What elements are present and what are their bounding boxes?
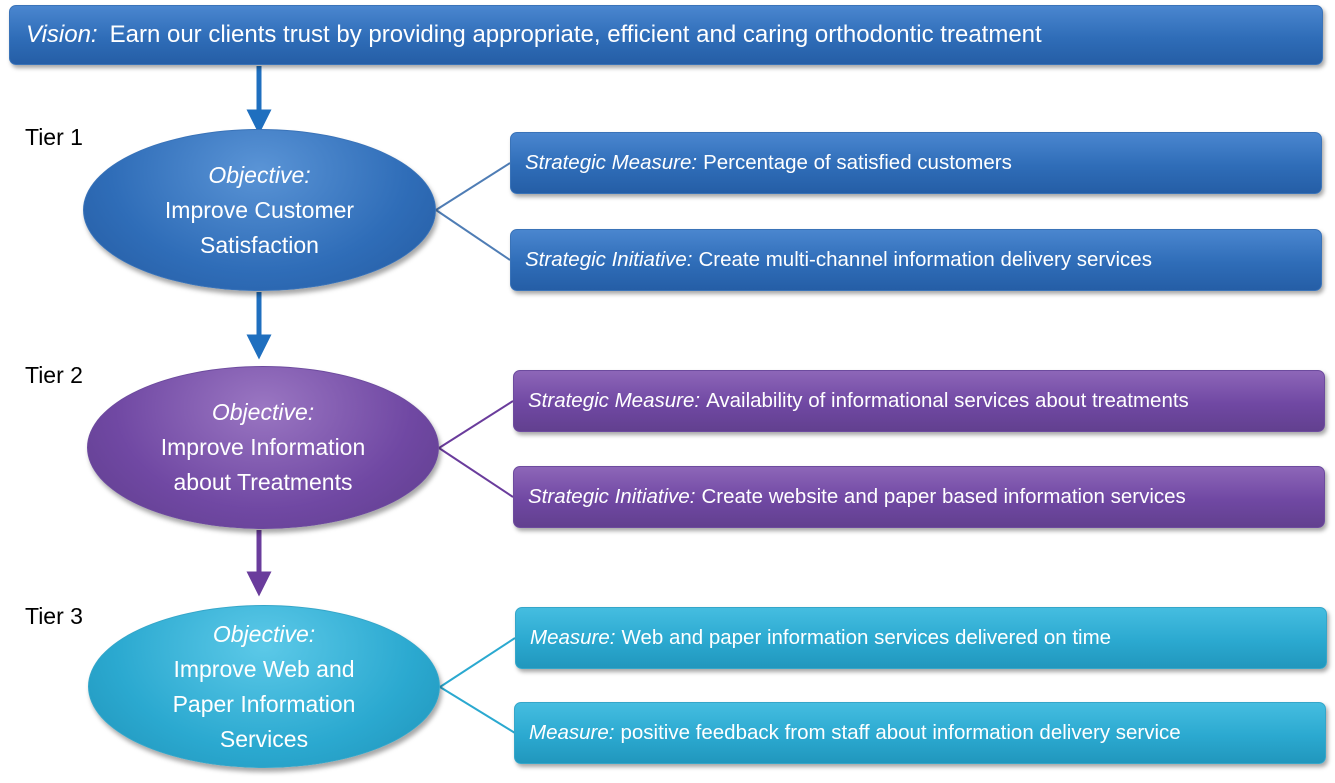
tier-2-strategic-initiative: Strategic Initiative: Create website and… <box>513 466 1325 528</box>
vision-text: Earn our clients trust by providing appr… <box>109 21 1042 48</box>
vision-box: Vision: Earn our clients trust by provid… <box>9 5 1323 65</box>
item-label: Measure: <box>530 626 616 649</box>
connector-tier1-initiative <box>435 209 511 261</box>
item-text: Create multi-channel information deliver… <box>698 248 1152 271</box>
tier-1-strategic-measure: Strategic Measure: Percentage of satisfi… <box>510 132 1322 194</box>
connector-tier3-measure-2 <box>439 686 516 734</box>
item-text: Web and paper information services deliv… <box>621 626 1112 649</box>
tier-1-objective: Objective: Improve Customer Satisfaction <box>83 129 436 291</box>
item-label: Measure: <box>529 721 615 744</box>
item-text: positive feedback from staff about infor… <box>620 721 1181 744</box>
connector-tier1-measure <box>435 162 511 211</box>
tier-2-objective: Objective: Improve Information about Tre… <box>87 366 439 529</box>
tier-1-strategic-initiative: Strategic Initiative: Create multi-chann… <box>510 229 1322 291</box>
connector-tier2-measure <box>438 400 514 449</box>
item-label: Strategic Initiative: <box>525 248 693 271</box>
connector-tier3-measure-1 <box>439 637 516 688</box>
tier-1-label: Tier 1 <box>25 124 83 150</box>
vision-label: Vision: <box>26 21 98 48</box>
objective-label: Objective: <box>211 399 315 425</box>
tier-2-strategic-measure: Strategic Measure: Availability of infor… <box>513 370 1325 432</box>
tier-3-objective: Objective: Improve Web and Paper Informa… <box>88 605 440 768</box>
tier-3-measure-1: Measure: Web and paper information servi… <box>515 607 1327 669</box>
objective-line: Improve Web and <box>173 655 355 682</box>
item-text: Percentage of satisfied customers <box>703 151 1012 174</box>
item-label: Strategic Initiative: <box>528 485 696 508</box>
objective-line: Services <box>219 725 309 752</box>
tier-2-label: Tier 2 <box>25 362 83 388</box>
item-text: Create website and paper based informati… <box>701 485 1186 508</box>
objective-line: Improve Information <box>160 434 366 460</box>
objective-label: Objective: <box>208 161 311 188</box>
objective-line: Satisfaction <box>200 231 319 258</box>
item-text: Availability of informational services a… <box>706 389 1189 412</box>
objective-line: Improve Customer <box>164 196 355 223</box>
objective-label: Objective: <box>212 620 316 647</box>
connector-tier2-initiative <box>438 447 514 498</box>
item-label: Strategic Measure: <box>528 389 701 412</box>
tier-3-measure-2: Measure: positive feedback from staff ab… <box>514 702 1326 764</box>
objective-line: Paper Information <box>172 690 356 717</box>
tier-3-label: Tier 3 <box>25 603 83 629</box>
item-label: Strategic Measure: <box>525 151 698 174</box>
objective-line: about Treatments <box>173 469 353 495</box>
